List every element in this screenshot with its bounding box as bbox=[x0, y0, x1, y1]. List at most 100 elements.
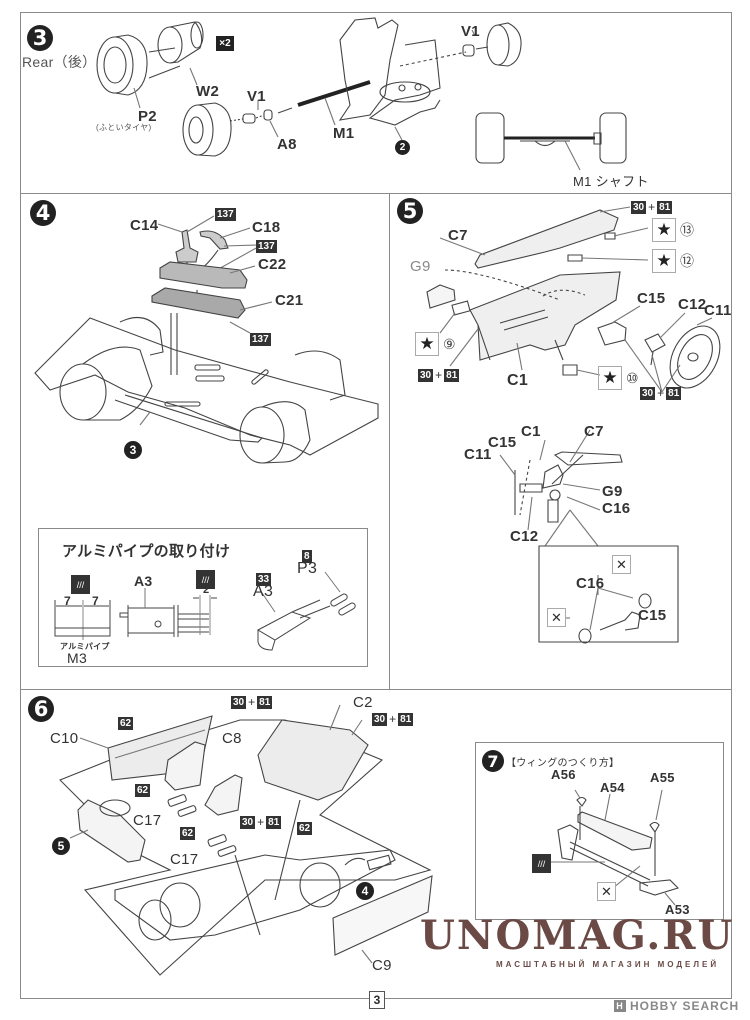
paint-code-62-seat: 62 bbox=[135, 784, 151, 797]
divider-step6 bbox=[20, 689, 732, 690]
hobby-search-logo-icon: H bbox=[614, 1000, 626, 1012]
no-glue-icon: ✕ bbox=[547, 608, 566, 627]
detail-label-c12: C12 bbox=[510, 528, 539, 545]
part-label-a54: A54 bbox=[600, 780, 625, 795]
step-number: 5 bbox=[397, 198, 423, 224]
decal-star-icon: ★ bbox=[415, 332, 439, 356]
cement-icon: /// bbox=[532, 854, 551, 873]
watermark-subtitle: МАСШТАБНЫЙ МАГАЗИН МОДЕЛЕЙ bbox=[496, 960, 720, 969]
part-label-g9: G9 bbox=[410, 258, 431, 275]
paint-code-steering: 30+81 bbox=[640, 386, 682, 400]
ref-step-4: 4 bbox=[356, 882, 374, 900]
part-label-a3: A3 bbox=[134, 573, 153, 589]
aluminum-pipe-panel bbox=[38, 528, 368, 667]
paint-code-62-door: 62 bbox=[118, 717, 134, 730]
wheel-w2 bbox=[158, 22, 203, 63]
paint-code-c1: 30+81 bbox=[418, 368, 460, 382]
no-glue-icon: ✕ bbox=[612, 555, 631, 574]
part-label-c17-b: C17 bbox=[170, 851, 199, 868]
part-label-c17-a: C17 bbox=[133, 812, 162, 829]
dim-gap: 2 bbox=[203, 584, 210, 596]
hobby-search-brand: H HOBBY SEARCH bbox=[614, 999, 739, 1013]
part-label-c12: C12 bbox=[678, 296, 707, 313]
decal-star-icon: ★ bbox=[652, 249, 676, 273]
part-label-c8: C8 bbox=[222, 730, 242, 747]
part-label-c9: C9 bbox=[372, 957, 392, 974]
part-label-a53: A53 bbox=[665, 902, 690, 917]
cut-pipe-icon-2: /// bbox=[196, 570, 215, 589]
paint-code-rear-seat: 30+81 bbox=[372, 712, 414, 726]
times-two-badge: ×2 bbox=[216, 36, 234, 51]
paint-code-c14: 137 bbox=[215, 208, 236, 221]
step-number: 6 bbox=[28, 696, 54, 722]
pipe-label: アルミパイプ bbox=[60, 642, 110, 651]
inset-label-c15: C15 bbox=[638, 607, 667, 624]
detail-label-g9: G9 bbox=[602, 483, 623, 500]
decal-9: ★⑨ bbox=[415, 332, 456, 356]
shaft-label: M1 シャフト bbox=[573, 174, 649, 189]
divider-step3 bbox=[20, 193, 732, 194]
part-label-c15: C15 bbox=[637, 290, 666, 307]
wing-title: 【ウィングのつくり方】 bbox=[506, 758, 620, 769]
part-label-p3: P3 bbox=[297, 560, 318, 577]
dashboard-detail-view bbox=[500, 430, 622, 546]
part-label-c11: C11 bbox=[704, 302, 732, 319]
part-label-p2: P2 bbox=[138, 108, 157, 125]
part-label-c1: C1 bbox=[507, 372, 529, 389]
paint-code-c7: 30+81 bbox=[631, 200, 673, 214]
part-label-a3-iso: A3 bbox=[253, 583, 274, 600]
detail-label-c16: C16 bbox=[602, 500, 631, 517]
page-number: 3 bbox=[369, 991, 385, 1009]
part-label-c22: C22 bbox=[258, 256, 287, 273]
part-label-w2: W2 bbox=[196, 83, 220, 100]
decal-star-icon: ★ bbox=[598, 366, 622, 390]
cut-pipe-icon: /// bbox=[71, 575, 90, 594]
part-label-c14: C14 bbox=[130, 217, 159, 234]
step-number: 7 bbox=[482, 750, 504, 772]
part-label-m1: M1 bbox=[333, 125, 355, 142]
aluminum-pipe-title: アルミパイプの取り付け bbox=[62, 543, 231, 560]
watermark-title: UNOMAG.RU bbox=[420, 912, 735, 959]
no-glue-icon: ✕ bbox=[597, 882, 616, 901]
part-label-v1-left: V1 bbox=[247, 88, 266, 105]
ref-step-5: 5 bbox=[52, 837, 70, 855]
tire-lower bbox=[183, 103, 231, 156]
hobby-search-name: HOBBY SEARCH bbox=[630, 999, 740, 1013]
paint-code-door: 30+81 bbox=[231, 695, 273, 709]
paint-code-front-seat: 30+81 bbox=[240, 815, 282, 829]
detail-label-c11: C11 bbox=[464, 446, 492, 463]
part-label-c7: C7 bbox=[448, 227, 468, 244]
dim-left: 7 bbox=[64, 594, 71, 608]
part-label-a8: A8 bbox=[277, 136, 297, 153]
part-label-c18: C18 bbox=[252, 219, 281, 236]
detail-label-c1: C1 bbox=[521, 423, 541, 440]
ref-step-2: 2 bbox=[395, 140, 410, 155]
decal-star-icon: ★ bbox=[652, 218, 676, 242]
step-number: 4 bbox=[30, 200, 56, 226]
rear-label: Rear（後） bbox=[22, 54, 97, 70]
part-label-a55: A55 bbox=[650, 770, 675, 785]
detail-label-c7: C7 bbox=[584, 423, 604, 440]
divider-step4-5 bbox=[389, 193, 390, 690]
detail-label-c15: C15 bbox=[488, 434, 517, 451]
inset-label-c16: C16 bbox=[576, 575, 605, 592]
ref-step-3: 3 bbox=[124, 441, 142, 459]
paint-code-p3: 8 bbox=[302, 550, 312, 563]
part-label-c21: C21 bbox=[275, 292, 304, 309]
decal-12: ★⑫ bbox=[652, 249, 694, 273]
p2-note: (ふといタイヤ) bbox=[96, 123, 152, 132]
part-label-v1-right: V1 bbox=[461, 23, 480, 40]
paint-code-c21: 137 bbox=[250, 333, 271, 346]
paint-code-62-front: 62 bbox=[180, 827, 196, 840]
decal-10: ★⑩ bbox=[598, 366, 639, 390]
part-label-c10: C10 bbox=[50, 730, 79, 747]
paint-code-c18: 137 bbox=[256, 240, 277, 253]
shaft-diagram bbox=[476, 113, 626, 170]
wing-panel bbox=[475, 742, 724, 920]
